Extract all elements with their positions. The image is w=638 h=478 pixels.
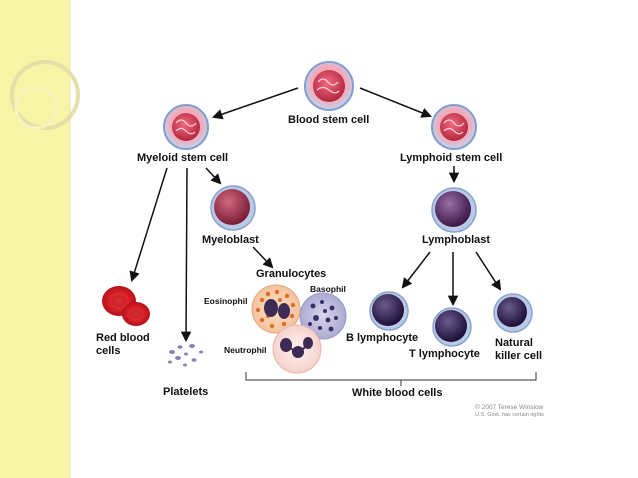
arrow-lymphoblast-to-b [401, 251, 431, 289]
arrow-stem-to-myeloid [212, 87, 299, 120]
arrow-lymphoblast-to-nk [475, 251, 502, 291]
label-basophil: Basophil [310, 284, 346, 294]
credit-line1: © 2007 Terese Winslow [475, 404, 544, 411]
label-blood-stem-cell: Blood stem cell [288, 114, 370, 126]
decorative-ring [10, 60, 80, 130]
credit-line2: U.S. Govt. has certain rights [475, 412, 544, 418]
label-natural-killer-line1: Natural [495, 337, 533, 349]
b-lymphocyte-image [369, 291, 409, 331]
arrow-stem-to-lymphoid [359, 87, 432, 118]
arrow-myeloid-to-myeloblast [205, 167, 222, 185]
label-myeloid-stem-cell: Myeloid stem cell [137, 152, 229, 164]
decorative-ring-inner [14, 86, 58, 130]
natural-killer-cell-image [493, 293, 533, 333]
label-granulocytes: Granulocytes [256, 268, 327, 280]
arrow-myeloid-to-platelets [180, 167, 192, 343]
red-blood-cells-image [102, 286, 150, 326]
platelets-image [168, 344, 203, 367]
label-lymphoid-stem-cell: Lymphoid stem cell [400, 152, 503, 164]
white-blood-cells-bracket [245, 372, 537, 386]
label-eosinophil: Eosinophil [204, 296, 248, 306]
arrow-myeloid-to-rbc [129, 167, 168, 283]
label-white-blood-cells: White blood cells [352, 387, 443, 399]
t-lymphocyte-image [432, 307, 472, 347]
eosinophil-image [251, 284, 301, 334]
basophil-image [299, 292, 347, 340]
label-red-blood-cells-line1: Red blood [96, 332, 150, 344]
label-b-lymphocyte: B lymphocyte [346, 332, 419, 344]
label-t-lymphocyte: T lymphocyte [409, 348, 480, 360]
label-neutrophil: Neutrophil [224, 345, 267, 355]
side-band [0, 0, 80, 478]
blood-stem-cell-image [304, 61, 354, 111]
myeloblast-image [210, 185, 256, 231]
myeloid-stem-cell-image [163, 104, 209, 150]
label-myeloblast: Myeloblast [202, 234, 259, 246]
arrows [129, 87, 502, 343]
lymphoblast-image [431, 187, 477, 233]
arrow-myeloblast-to-granulocytes [252, 246, 274, 269]
lymphoid-stem-cell-image [431, 104, 477, 150]
label-lymphoblast: Lymphoblast [422, 234, 491, 246]
neutrophil-image [272, 324, 322, 374]
label-platelets: Platelets [163, 386, 209, 398]
label-natural-killer-line2: killer cell [495, 350, 543, 362]
label-red-blood-cells-line2: cells [96, 345, 121, 357]
